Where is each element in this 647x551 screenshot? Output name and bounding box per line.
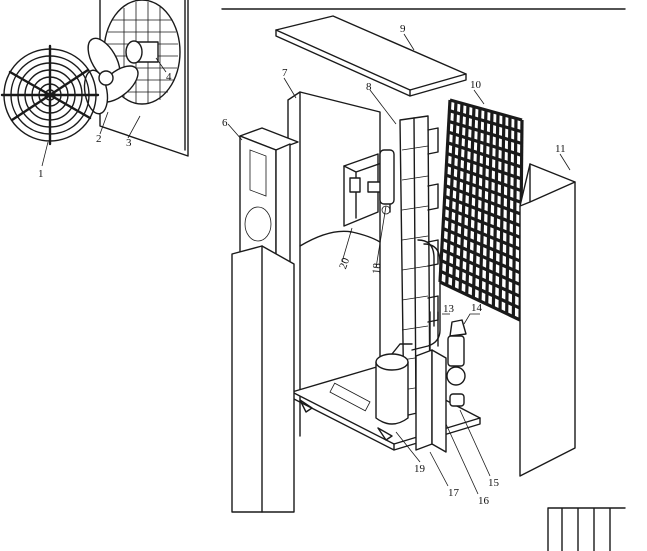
liquid-receiver xyxy=(379,149,395,205)
part-number-10: 10 xyxy=(470,79,482,91)
fan-grille xyxy=(0,44,100,146)
mesh-vertical-bar xyxy=(478,109,488,302)
mesh-vertical-bar xyxy=(445,101,458,286)
part-number-16: 16 xyxy=(478,495,490,507)
part-number-6: 6 xyxy=(222,117,228,129)
control-box xyxy=(343,153,379,227)
mesh-horizontal-bar xyxy=(441,248,522,287)
parts-table-fragment xyxy=(547,507,626,551)
mesh-vertical-bar xyxy=(458,104,470,292)
compressor: 19 xyxy=(375,343,426,475)
mesh-horizontal-bar xyxy=(442,216,522,251)
mesh-vertical-bar xyxy=(491,113,500,308)
top-cover: 9 xyxy=(275,15,467,97)
mesh-horizontal-bar xyxy=(444,184,522,216)
mesh-vertical-bar xyxy=(505,116,512,314)
part-number-11: 11 xyxy=(555,143,566,155)
part-number-19: 19 xyxy=(414,463,426,475)
mesh-horizontal-bar xyxy=(447,141,523,169)
side-panel: 11 xyxy=(519,143,576,477)
part-number-17: 17 xyxy=(448,487,460,499)
expansion-valve: 13 xyxy=(429,303,455,351)
front-panel: 6 xyxy=(222,117,299,275)
plate-heat-exchanger: 17 xyxy=(415,349,460,499)
part-number-2: 2 xyxy=(96,133,102,145)
mesh-horizontal-bar xyxy=(448,119,523,146)
leader-2 xyxy=(99,111,109,135)
mesh-vertical-bar xyxy=(465,106,476,295)
mesh-horizontal-bar xyxy=(449,98,523,122)
mesh-horizontal-bar xyxy=(445,173,522,204)
part-number-7: 7 xyxy=(282,67,288,79)
mesh-vertical-bar xyxy=(485,111,494,305)
leader-1 xyxy=(41,141,49,167)
part-number-1: 1 xyxy=(38,168,44,180)
mesh-vertical-bar xyxy=(451,103,464,289)
part-number-15: 15 xyxy=(488,477,500,489)
part-number-8: 8 xyxy=(366,81,372,93)
mesh-horizontal-bar xyxy=(440,259,521,298)
mesh-horizontal-bar xyxy=(448,109,523,134)
mesh-horizontal-bar xyxy=(443,205,522,240)
mesh-horizontal-bar xyxy=(442,226,522,263)
fan-motor-face xyxy=(125,40,143,64)
rear-mesh-grille xyxy=(438,98,524,322)
mesh-horizontal-bar xyxy=(439,280,521,322)
part-number-3: 3 xyxy=(126,137,132,149)
mesh-horizontal-bar xyxy=(445,162,522,193)
part-number-13: 13 xyxy=(443,303,455,315)
mesh-horizontal-bar xyxy=(441,237,522,275)
part-number-14: 14 xyxy=(471,302,483,314)
mesh-vertical-bar xyxy=(438,99,452,283)
fan-assembly-inset: 1 2 3 4 xyxy=(0,0,189,180)
front-main-panel xyxy=(231,245,295,513)
mesh-horizontal-bar xyxy=(444,194,522,228)
mesh-vertical-bar xyxy=(498,114,506,311)
part-number-20: 20 xyxy=(337,256,352,271)
leader-4 xyxy=(155,57,167,73)
part-number-4: 4 xyxy=(166,71,172,83)
mesh-vertical-bar xyxy=(471,108,482,298)
leader-3 xyxy=(127,115,141,139)
water-pump: 14 15 16 xyxy=(445,302,500,507)
part-number-18: 18 xyxy=(370,262,383,275)
mesh-horizontal-bar xyxy=(447,130,523,157)
mesh-horizontal-bar xyxy=(446,152,522,181)
leader-10 xyxy=(473,89,485,105)
mesh-horizontal-bar xyxy=(439,269,521,310)
part-number-9: 9 xyxy=(400,23,406,35)
mesh-vertical-bar xyxy=(511,118,518,317)
refrigerant-pipe xyxy=(411,243,441,351)
